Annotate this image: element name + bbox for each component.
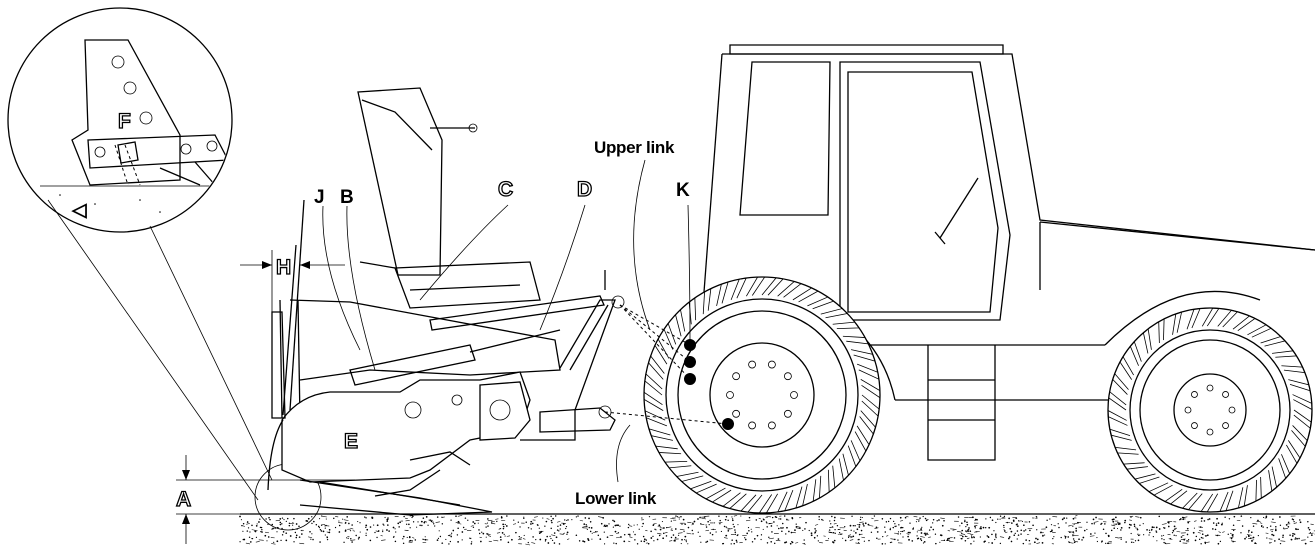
label-C: C xyxy=(498,178,513,201)
upper-link-label: Upper link xyxy=(594,138,675,157)
dimension-H: H xyxy=(240,250,345,330)
ground-speckle-texture xyxy=(239,515,1315,546)
label-E: E xyxy=(344,430,358,453)
svg-text:◁: ◁ xyxy=(71,200,87,221)
hitch-points xyxy=(604,304,734,430)
ground xyxy=(239,513,1315,546)
detail-inset-circle: ◁ F xyxy=(7,7,273,501)
label-B: B xyxy=(340,187,354,208)
tractor xyxy=(699,44,1315,461)
leader-lines xyxy=(322,159,691,483)
implement: E xyxy=(267,87,625,516)
dimension-A: A xyxy=(175,455,355,544)
label-J: J xyxy=(314,187,325,208)
label-F: F xyxy=(118,110,131,133)
rear-wheel xyxy=(643,276,881,514)
label-D: D xyxy=(577,178,592,201)
label-H: H xyxy=(276,256,291,279)
lower-link-label: Lower link xyxy=(575,489,657,508)
front-wheel xyxy=(1107,307,1313,513)
label-A: A xyxy=(176,488,191,511)
label-K: K xyxy=(676,180,690,201)
